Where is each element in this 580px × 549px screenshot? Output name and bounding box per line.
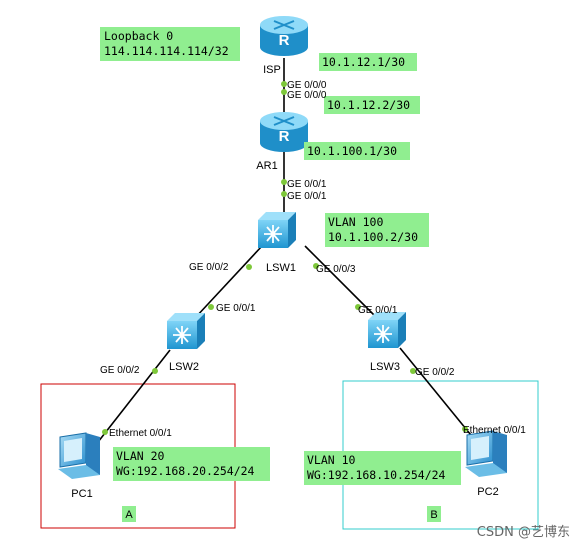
port-dot <box>410 368 416 374</box>
switch-arrows-icon <box>173 326 191 344</box>
port-dot <box>281 179 287 185</box>
router-isp[interactable]: R <box>260 16 308 56</box>
link-lsw2-pc1 <box>97 349 171 443</box>
switch-side <box>288 212 296 248</box>
area-a-label-bg <box>122 506 136 522</box>
port-dot <box>102 429 108 435</box>
port-dot <box>281 89 287 95</box>
link-lsw1-lsw2 <box>194 245 263 319</box>
note-pc1-line2: WG:192.168.20.254/24 <box>116 464 255 478</box>
note-ar1-up-ip <box>324 96 420 114</box>
switch-arrows-icon <box>374 325 392 343</box>
watermark: CSDN @艺博东 <box>477 525 570 540</box>
switch-top <box>258 212 296 220</box>
switch-lsw1[interactable] <box>258 212 296 248</box>
switch-side <box>398 312 406 348</box>
note-pc2-line2: WG:192.168.10.254/24 <box>307 468 446 482</box>
pc-pc2[interactable] <box>465 430 507 477</box>
label-pc2: PC2 <box>477 486 498 498</box>
link-lsw3-pc2 <box>399 347 476 441</box>
router-ar1[interactable]: R <box>260 112 308 152</box>
port-ar1-ge000: GE 0/0/0 <box>287 90 327 101</box>
switch-lsw2[interactable] <box>167 313 205 349</box>
port-lsw3-ge002: GE 0/0/2 <box>415 367 455 378</box>
port-lsw2-ge001: GE 0/0/1 <box>216 303 256 314</box>
note-loopback-line1: Loopback 0 <box>104 29 173 43</box>
pc-base <box>465 463 507 477</box>
switch-lsw3[interactable] <box>368 312 406 348</box>
port-dot <box>355 304 361 310</box>
label-pc1: PC1 <box>71 488 92 500</box>
area-b-label: B <box>430 509 437 521</box>
port-lsw2-ge002: GE 0/0/2 <box>100 365 140 376</box>
port-dot <box>462 426 468 432</box>
note-lsw1-line2: 10.1.100.2/30 <box>328 230 418 244</box>
port-dot <box>281 191 287 197</box>
port-dot <box>281 81 287 87</box>
router-arrows-icon <box>273 116 295 126</box>
note-isp-ip-text: 10.1.12.1/30 <box>322 55 405 69</box>
pc-screen <box>471 436 489 460</box>
port-dot <box>246 264 252 270</box>
label-isp: ISP <box>263 64 281 76</box>
router-arrows-icon <box>273 20 295 30</box>
area-b-label-bg <box>427 506 441 522</box>
label-ar1: AR1 <box>256 160 277 172</box>
port-pc2-eth: Ethernet 0/0/1 <box>463 425 526 436</box>
area-a-label: A <box>125 509 133 521</box>
label-lsw1: LSW1 <box>266 262 296 274</box>
switch-arrows-icon <box>264 225 282 243</box>
note-lsw1-line1: VLAN 100 <box>328 215 383 229</box>
pc-screen <box>64 438 82 462</box>
port-pc1-eth: Ethernet 0/0/1 <box>109 428 172 439</box>
port-lsw3-ge001: GE 0/0/1 <box>358 305 398 316</box>
note-pc1-line1: VLAN 20 <box>116 449 165 463</box>
note-pc1 <box>113 447 270 481</box>
note-isp-ip <box>319 53 417 71</box>
note-pc2-line1: VLAN 10 <box>307 453 356 467</box>
pc-pc1[interactable] <box>58 432 100 479</box>
note-pc2 <box>304 451 461 485</box>
router-letter: R <box>279 32 290 49</box>
port-lsw1-ge001: GE 0/0/1 <box>287 191 327 202</box>
label-lsw3: LSW3 <box>370 361 400 373</box>
port-dots <box>102 81 468 435</box>
port-lsw1-ge003: GE 0/0/3 <box>316 264 356 275</box>
port-ar1-ge001: GE 0/0/1 <box>287 179 327 190</box>
port-dot <box>313 263 319 269</box>
pc-base <box>58 465 100 479</box>
switch-side <box>197 313 205 349</box>
pc-tower-icon <box>493 431 507 473</box>
router-letter: R <box>279 128 290 145</box>
switch-top <box>167 313 205 321</box>
note-loopback-line2: 114.114.114.114/32 <box>104 44 229 58</box>
port-dot <box>208 304 214 310</box>
note-ar1-down-ip <box>304 142 410 160</box>
switch-top <box>368 312 406 320</box>
port-lsw1-ge002: GE 0/0/2 <box>189 262 229 273</box>
note-ar1-down-ip-text: 10.1.100.1/30 <box>307 144 397 158</box>
port-dot <box>152 368 158 374</box>
link-lsw1-lsw3 <box>304 245 376 317</box>
pc-tower-icon <box>86 433 100 475</box>
note-loopback <box>100 27 240 61</box>
note-ar1-up-ip-text: 10.1.12.2/30 <box>327 98 410 112</box>
note-lsw1 <box>325 213 429 247</box>
label-lsw2: LSW2 <box>169 361 199 373</box>
port-isp-ge000: GE 0/0/0 <box>287 80 327 91</box>
